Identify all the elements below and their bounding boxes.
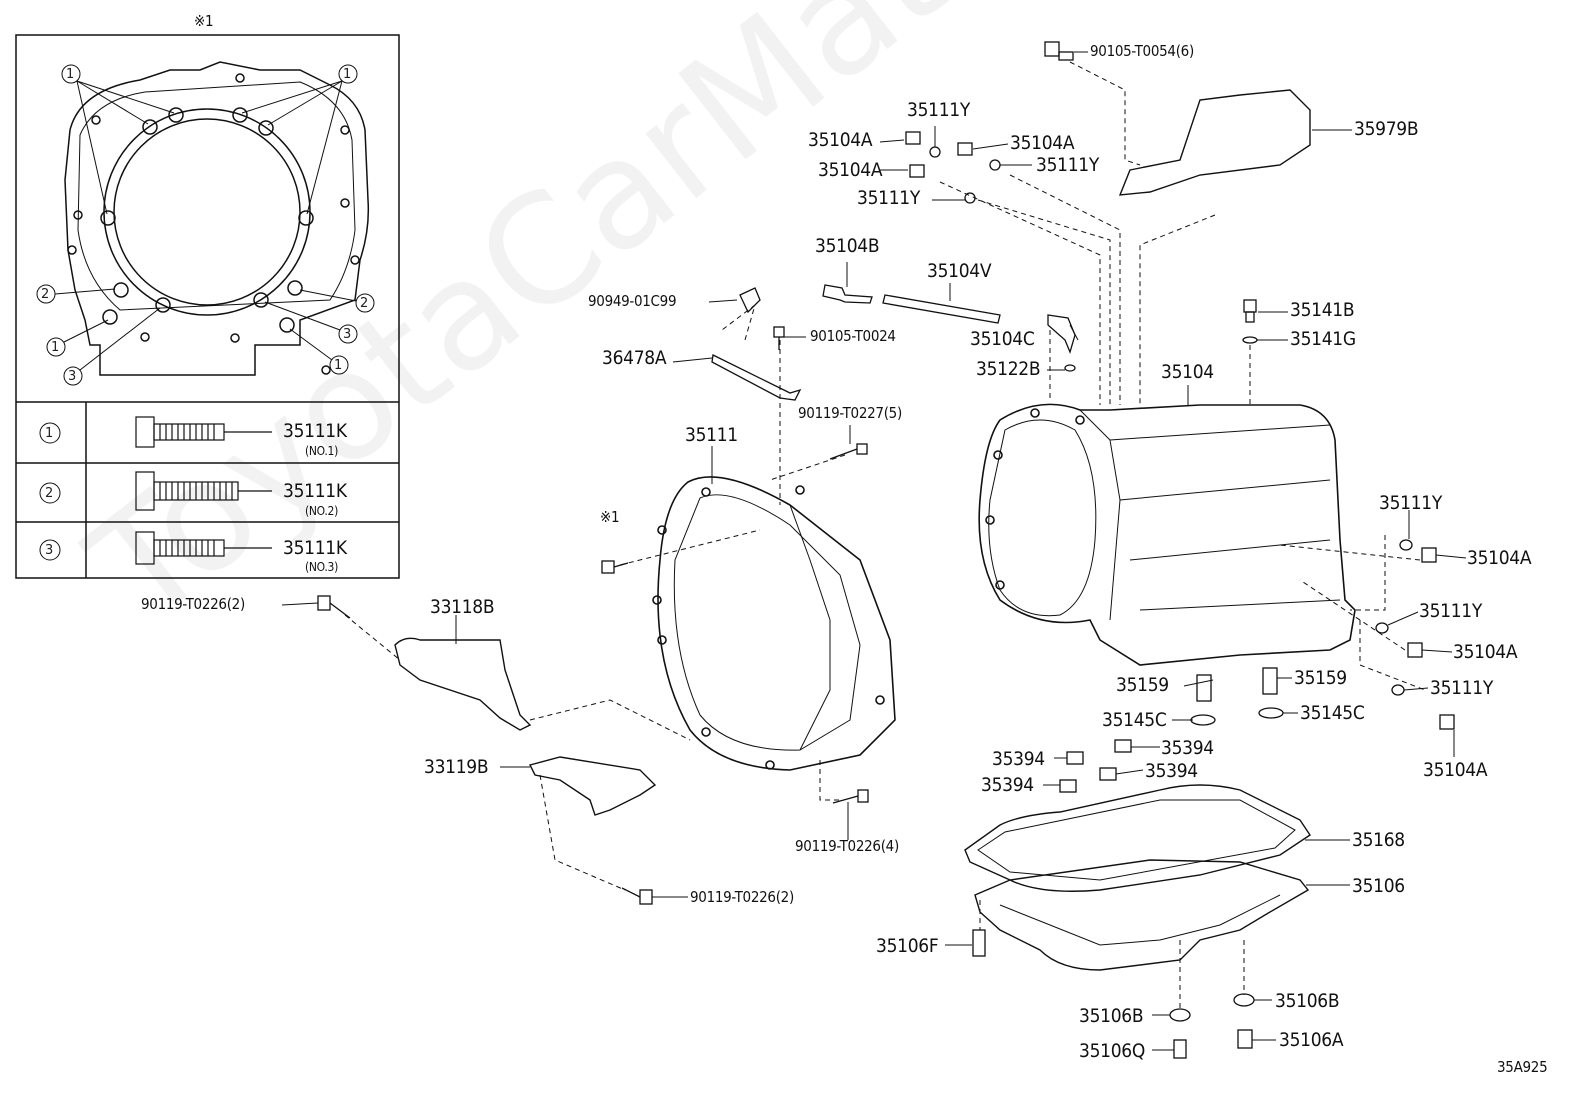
leader-lines [344, 61, 1426, 1010]
callout-2: 2 [41, 287, 50, 302]
label-35106q: 35106Q [1079, 1040, 1146, 1062]
legend-part-3: 35111K [283, 537, 347, 559]
legend-num-1: 1 [45, 426, 54, 441]
label-35122b: 35122B [976, 358, 1041, 380]
extension-35979b [1118, 89, 1311, 196]
label-90105-t0054: 90105-T0054(6) [1090, 42, 1194, 60]
oil-pan-35106 [974, 859, 1310, 971]
callout-2: 2 [360, 296, 369, 311]
label-90119-t0226: 90119-T0226(2) [690, 888, 794, 906]
converter-housing-35111 [652, 476, 896, 771]
label-35394: 35394 [1145, 760, 1198, 782]
shaft-35104v [822, 284, 1001, 324]
legend-part-1: 35111K [283, 420, 347, 442]
legend-part-2: 35111K [283, 480, 347, 502]
label-35104a: 35104A [808, 129, 873, 151]
inset-note-mark: ※1 [194, 12, 214, 30]
label-33119b: 33119B [424, 756, 489, 778]
label-35106f: 35106F [876, 935, 939, 957]
label-35111y: 35111Y [1430, 677, 1494, 699]
label-90105-t0024: 90105-T0024 [810, 327, 896, 345]
label-35106a: 35106A [1279, 1029, 1344, 1051]
label-35394: 35394 [1161, 737, 1214, 759]
inset-housing-flange [64, 61, 370, 376]
label-35104v: 35104V [927, 260, 992, 282]
oil-pan-gasket-35168 [964, 784, 1311, 892]
label-90119-t0226: 90119-T0226(4) [795, 837, 899, 855]
label-35141g: 35141G [1290, 328, 1356, 350]
label-35111y: 35111Y [1379, 492, 1443, 514]
label-leaders [281, 51, 1467, 1051]
label-35111: 35111 [685, 424, 738, 446]
label-35104a: 35104A [1423, 759, 1488, 781]
label-35979b: 35979B [1354, 118, 1419, 140]
legend-sub-3: (NO.3) [305, 560, 339, 574]
legend-sub-1: (NO.1) [305, 444, 339, 458]
label-35394: 35394 [992, 748, 1045, 770]
label-90119-t0227: 90119-T0227(5) [798, 404, 902, 422]
small-parts [317, 41, 1455, 1059]
legend-num-2: 2 [45, 486, 54, 501]
label-35159: 35159 [1294, 667, 1347, 689]
callout-1: 1 [334, 358, 343, 373]
callout-1: 1 [66, 67, 75, 82]
label-35168: 35168 [1352, 829, 1405, 851]
label-35104a: 35104A [1010, 132, 1075, 154]
label-35104c: 35104C [970, 328, 1035, 350]
label-35159: 35159 [1116, 674, 1169, 696]
label-35104a: 35104A [1453, 641, 1518, 663]
bracket-33119b [528, 756, 657, 816]
label-35111y: 35111Y [907, 99, 971, 121]
transmission-case-35104 [978, 403, 1356, 666]
legend-sub-2: (NO.2) [305, 504, 339, 518]
label-35394: 35394 [981, 774, 1034, 796]
callout-3: 3 [68, 369, 77, 384]
label-35145c: 35145C [1102, 709, 1167, 731]
label-33118b: 33118B [430, 596, 495, 618]
inset-frame [15, 34, 400, 579]
label-35106b: 35106B [1079, 1005, 1144, 1027]
label-36478a: 36478A [602, 347, 667, 369]
label-35145c: 35145C [1300, 702, 1365, 724]
callout-1: 1 [51, 340, 60, 355]
diagram-ref: 35A925 [1497, 1058, 1548, 1076]
inset-callouts [36, 64, 375, 561]
label-35104a: 35104A [1467, 547, 1532, 569]
label-35104b: 35104B [815, 235, 880, 257]
label-90119-t0226: 90119-T0226(2) [141, 595, 245, 613]
label-35106: 35106 [1352, 875, 1405, 897]
label-90949-01c99: 90949-01C99 [588, 292, 677, 310]
legend-num-3: 3 [45, 543, 54, 558]
label-35111y: 35111Y [857, 187, 921, 209]
legend-bolts [135, 416, 272, 565]
label-35104a: 35104A [818, 159, 883, 181]
label-35141b: 35141B [1290, 299, 1355, 321]
note-mark: ※1 [600, 508, 620, 526]
label-35104: 35104 [1161, 361, 1214, 383]
bracket-33118b [394, 637, 532, 731]
label-35111y: 35111Y [1419, 600, 1483, 622]
label-35111y: 35111Y [1036, 154, 1100, 176]
callout-3: 3 [343, 327, 352, 342]
label-35106b: 35106B [1275, 990, 1340, 1012]
callout-1: 1 [343, 67, 352, 82]
